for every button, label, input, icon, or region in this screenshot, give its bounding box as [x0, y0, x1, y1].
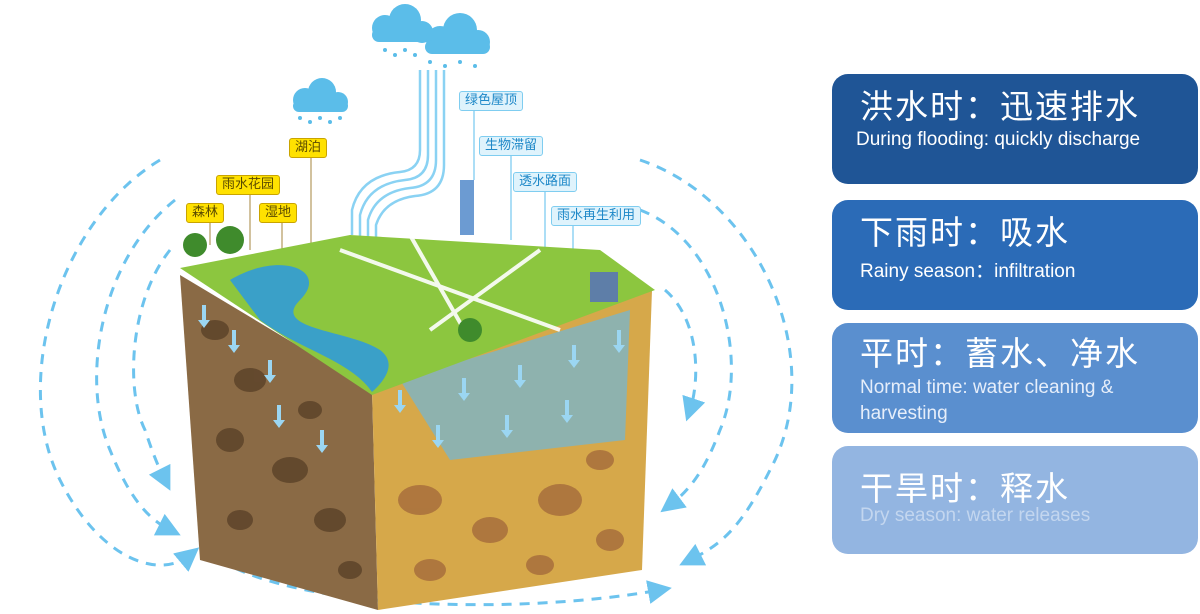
panel-normal: 平时：蓄水、净水 Normal time: water cleaning & h… — [832, 323, 1198, 433]
panel-rainy: 下雨时：吸水 Rainy season：infiltration — [832, 200, 1198, 310]
soil-pores — [201, 320, 362, 579]
panel-title: 平时：蓄水、净水 — [860, 334, 1140, 373]
panel-subtitle: Dry season: water releases — [860, 505, 1091, 526]
building — [590, 272, 618, 302]
panel-subtitle: During flooding: quickly discharge — [856, 129, 1141, 150]
panel-flooding: 洪水时：迅速排水 During flooding: quickly discha… — [832, 74, 1198, 184]
label-bioretention: 生物滞留 — [479, 136, 544, 156]
cloud-icon — [293, 4, 490, 112]
label-wetland: 湿地 — [259, 203, 298, 223]
panel-title: 干旱时：释水 — [860, 469, 1070, 508]
skyscraper — [460, 180, 474, 235]
rain-streams — [350, 70, 446, 246]
label-forest: 森林 — [186, 203, 225, 223]
trees — [183, 226, 482, 342]
panel-title: 下雨时：吸水 — [860, 213, 1070, 252]
infiltration-arrows — [198, 305, 625, 453]
label-lake: 湖泊 — [289, 138, 328, 158]
panel-title: 洪水时：迅速排水 — [860, 87, 1140, 126]
lake-river — [230, 265, 389, 392]
panel-subtitle: Normal time: water cleaning & harvesting — [860, 377, 1114, 424]
label-rainwater-reuse: 雨水再生利用 — [551, 206, 642, 226]
rain-drops — [298, 48, 477, 124]
label-permeable-pavement: 透水路面 — [513, 172, 578, 192]
panel-dry: 干旱时：释水 Dry season: water releases — [832, 446, 1198, 554]
label-rain-garden: 雨水花园 — [216, 175, 281, 195]
label-green-roof: 绿色屋顶 — [459, 91, 524, 111]
panel-subtitle: Rainy season：infiltration — [860, 261, 1076, 282]
